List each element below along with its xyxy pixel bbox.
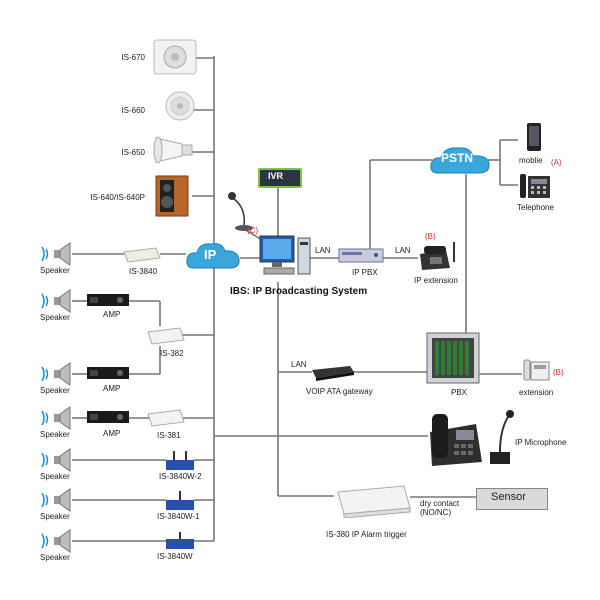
ip-cloud-icon [186,243,240,269]
speaker-icon [40,241,72,272]
pbx-rack-icon [426,332,480,389]
is3840w-label: IS-3840W [157,552,193,561]
desk-microphone-icon [226,190,256,239]
is3840w1-label: IS-3840W-1 [157,512,200,521]
is660-label: IS-660 [121,106,145,115]
is381-device-icon [146,408,186,433]
speaker-label: Speaker [40,386,70,395]
ivr-box [258,168,302,188]
ip-extension-phone-icon [416,240,460,279]
is650-label: IS-650 [121,148,145,157]
is640-wood-speaker-icon [152,174,192,223]
is380-alarm-trigger-icon [334,482,412,523]
telephone-label: Telephone [517,203,554,212]
mobile-label: moblie [519,156,543,165]
is382-label: IS-382 [160,349,184,358]
mark-c: (C) [247,226,259,235]
is650-horn-speaker-icon [152,130,196,175]
is3840-label: IS-3840 [129,267,158,276]
is670-speaker-icon [152,38,198,83]
mark-b2: (B) [553,368,564,377]
lan-label-1: LAN [315,246,331,255]
speaker-label: Speaker [40,512,70,521]
pc-computer-icon [258,234,314,287]
system-title: IBS: IP Broadcasting System [230,286,368,297]
mobile-phone-icon [526,122,542,157]
ip-pbx-device-icon [338,248,384,269]
speaker-label: Speaker [40,472,70,481]
dry-contact-label: dry contact (NO/NC) [420,499,460,517]
extension-phone-icon [522,356,552,389]
lan-label-2: LAN [395,246,411,255]
ip-pbx-label: IP PBX [352,268,378,277]
speaker-icon [40,288,72,319]
sensor-label: Sensor [491,491,526,503]
speaker-icon [40,361,72,392]
amp-label-2: AMP [103,384,121,393]
is380-label: IS-380 IP Alarm trigger [326,530,407,539]
is382-device-icon [146,326,186,351]
pstn-cloud-label: PSTN [441,151,474,165]
is381-label: IS-381 [157,431,181,440]
pstn-cloud-icon [430,147,490,174]
pbx-label: PBX [451,388,468,397]
sensor-box [476,488,548,510]
amp-label-1: AMP [103,310,121,319]
ip-extension-label: IP extension [414,276,458,285]
speaker-icon [40,447,72,478]
is3840w1-device-icon [164,490,196,517]
extension-label: extension [519,388,554,397]
is640-label: IS-640/IS-640P [90,193,145,202]
amp-device-icon-2 [86,366,130,385]
is3840w2-device-icon [164,450,196,477]
speaker-label: Speaker [40,430,70,439]
speaker-icon [40,528,72,559]
is670-label: IS-670 [121,53,145,62]
speaker-icon [40,405,72,436]
voip-ata-gateway-label: VOIP ATA gateway [306,387,373,396]
is660-ceiling-speaker-icon [164,90,196,127]
ip-cloud-label: IP [204,247,217,262]
amp-label-3: AMP [103,429,121,438]
amp-device-icon-1 [86,293,130,312]
amp-device-icon-3 [86,410,130,429]
is3840w-device-icon [164,531,196,556]
telephone-icon [518,170,552,205]
is3840-device-icon [122,246,162,269]
mark-a: (A) [551,158,562,167]
speaker-label: Speaker [40,553,70,562]
speaker-label: Speaker [40,266,70,275]
ip-microphone-phone-icon [426,410,516,473]
speaker-label: Speaker [40,313,70,322]
is3840w2-label: IS-3840W-2 [159,472,202,481]
speaker-icon [40,487,72,518]
ip-microphone-label: IP Microphone [515,438,567,447]
ivr-label: IVR [268,171,284,181]
voip-ata-gateway-icon [310,362,356,387]
lan-label-3: LAN [291,360,307,369]
mark-b1: (B) [425,232,436,241]
